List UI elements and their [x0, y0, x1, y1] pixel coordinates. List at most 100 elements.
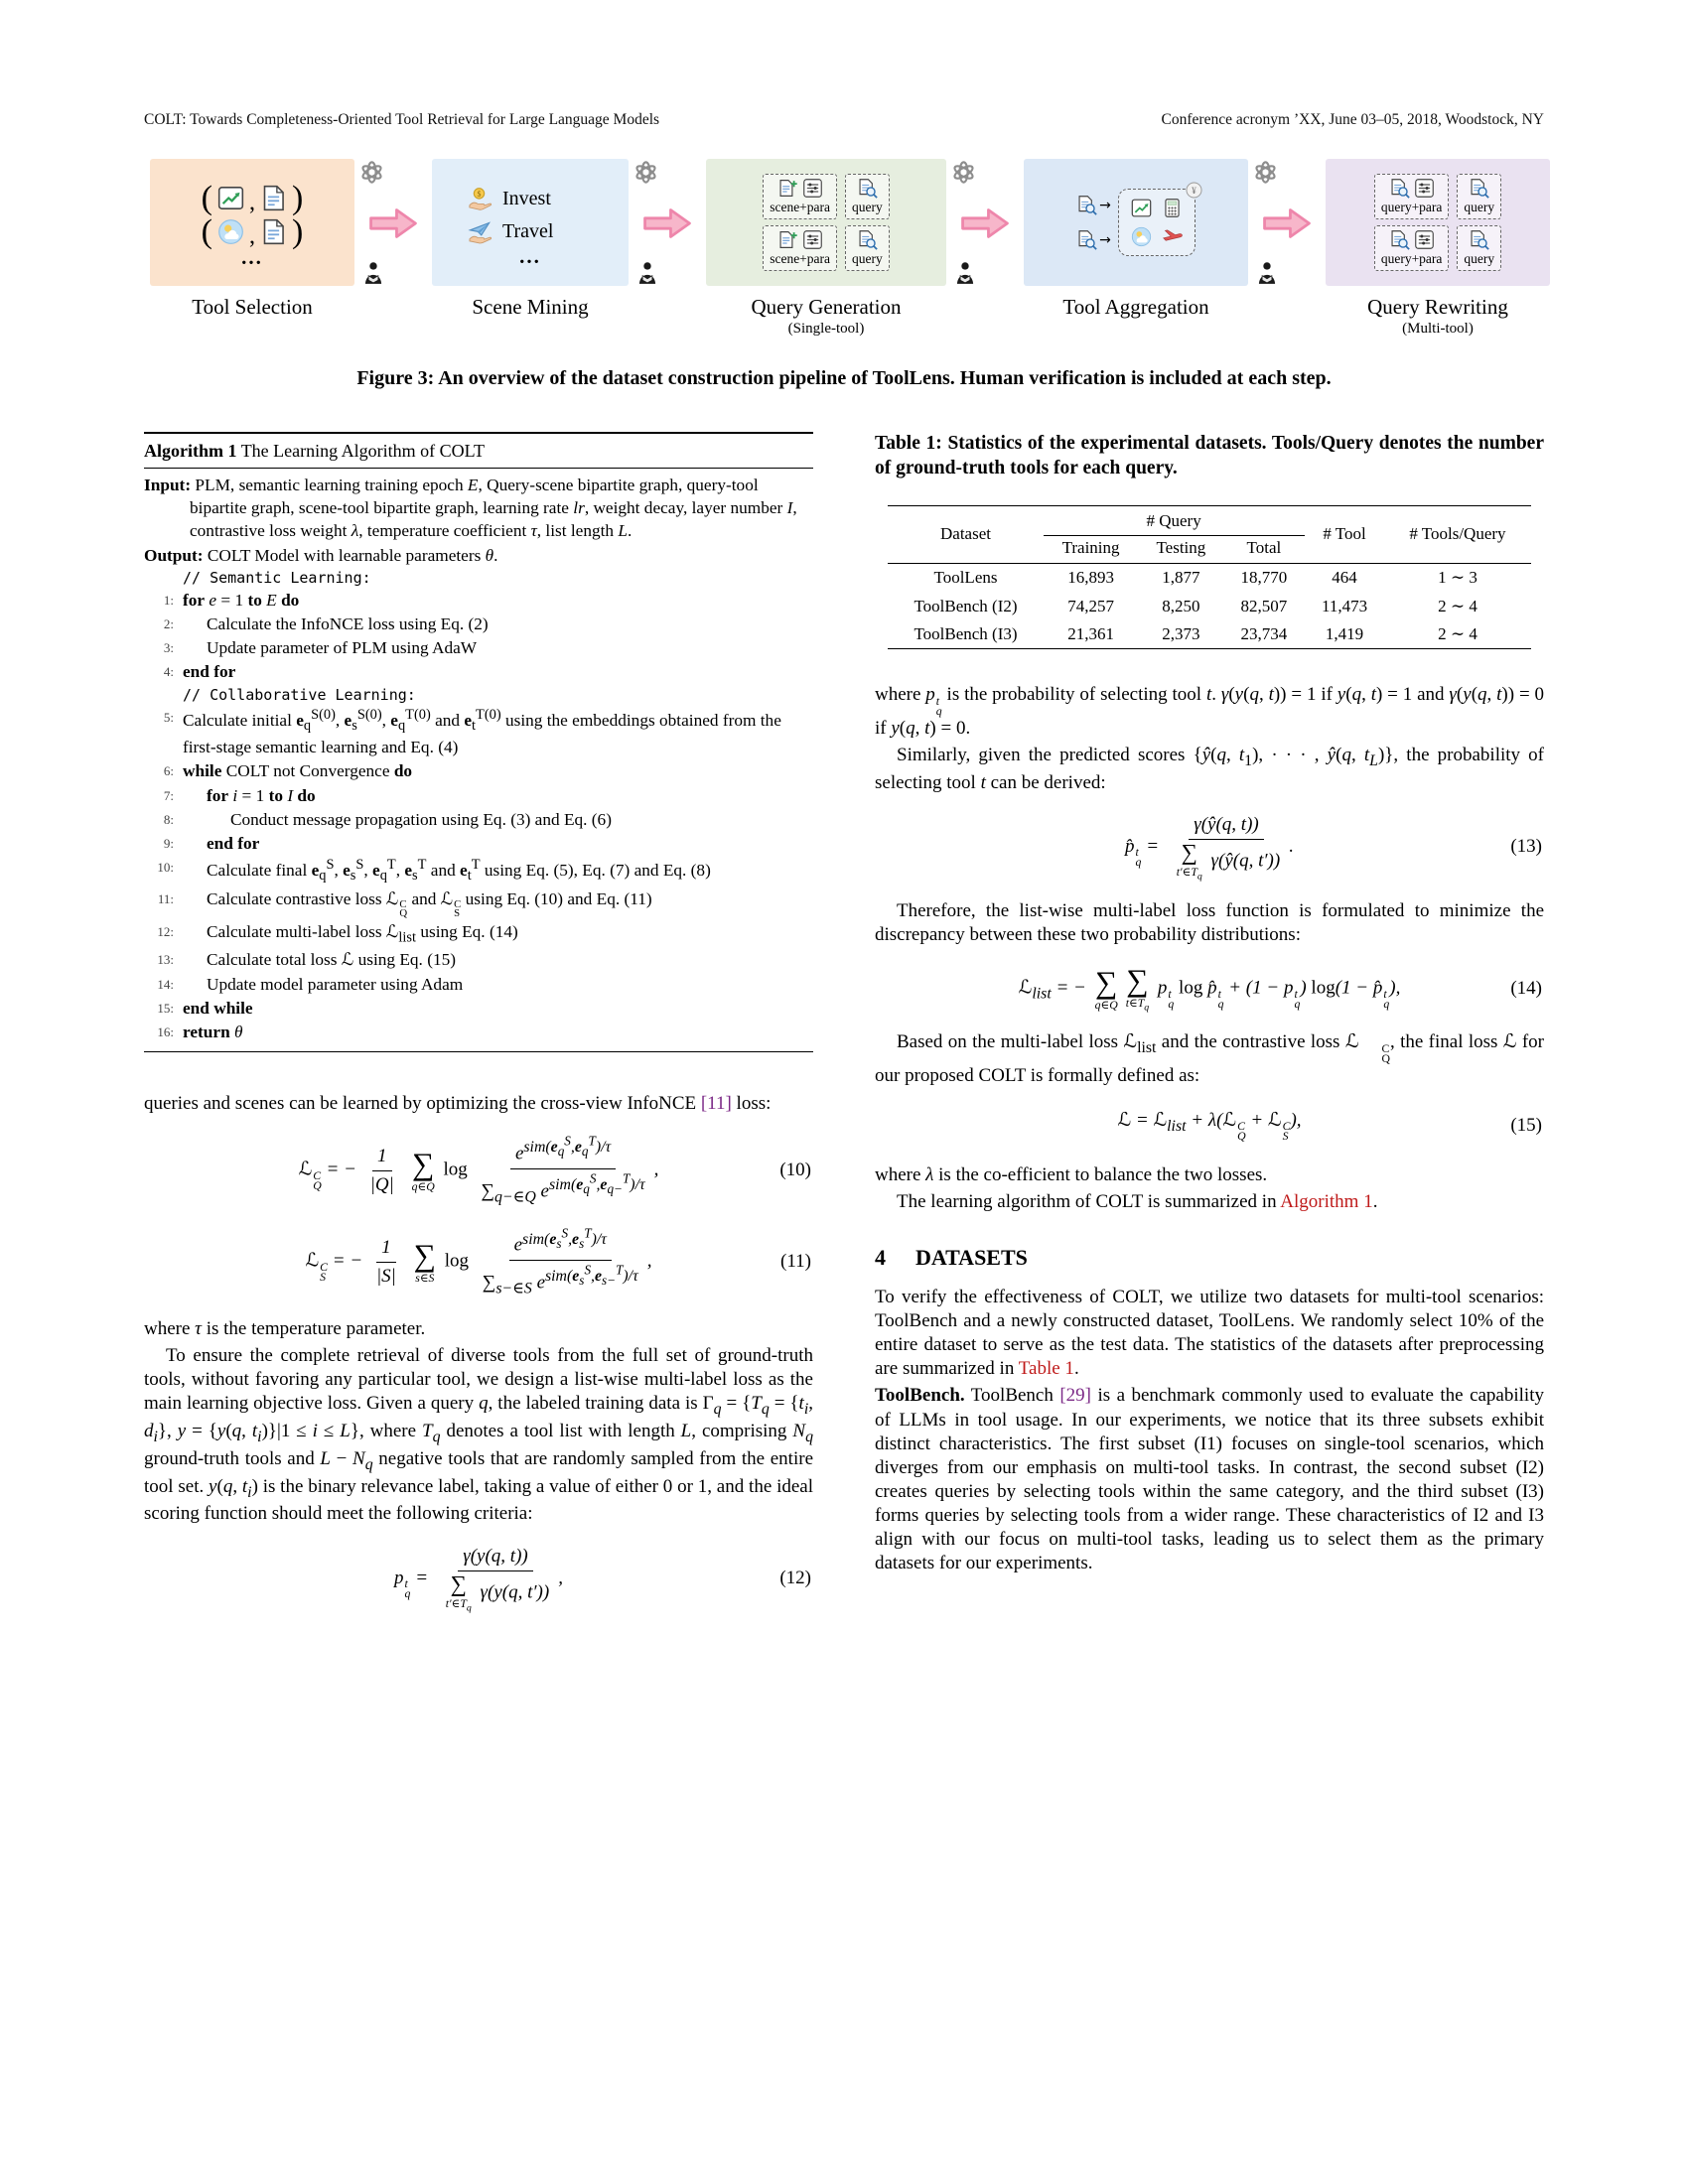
- section-number: 4: [875, 1244, 886, 1270]
- arrow-right-icon: [639, 205, 695, 242]
- tool-tuple: ( , ): [201, 212, 304, 250]
- equation-number: (10): [779, 1160, 811, 1181]
- tool-selection-box: ( , ) ( , ) ...: [150, 159, 354, 286]
- invest-icon: [466, 186, 492, 212]
- scene-para-label: scene+para: [770, 251, 831, 266]
- algorithm-output: Output: COLT Model with learnable parame…: [144, 545, 498, 565]
- stage-query-rewriting: query+para query qu: [1326, 159, 1550, 338]
- paragraph: where λ is the co-efficient to balance t…: [875, 1163, 1268, 1185]
- query-label: query: [1464, 200, 1495, 215]
- datasets-table: Dataset # Query # Tool # Tools/Query Tra…: [888, 504, 1531, 650]
- person-icon: [360, 260, 386, 286]
- scene-plus-icon: [777, 229, 798, 250]
- query-box: query: [845, 174, 890, 219]
- algorithm-line: 10:Calculate final eqS, esS, eqT, esT an…: [157, 857, 711, 885]
- pipeline-diagram: ( , ) ( , ) ... Tool Selecti: [150, 159, 1550, 338]
- stage-label-tool-aggregation: Tool Aggregation: [1062, 295, 1209, 319]
- algorithm-line: 4:end for: [163, 662, 236, 682]
- chart-icon: [217, 185, 244, 211]
- gpt-icon: [950, 159, 977, 186]
- query-doc-icon: [1076, 195, 1097, 215]
- scene-para-label: scene+para: [770, 200, 831, 215]
- gpt-icon: [633, 159, 659, 186]
- ellipsis: ...: [241, 244, 263, 269]
- paren-open: (: [201, 212, 212, 250]
- algorithm-line: 8:Conduct message propagation using Eq. …: [163, 809, 612, 829]
- document-icon: [260, 185, 287, 211]
- person-icon: [1254, 260, 1280, 286]
- algorithm-line: 15:end while: [157, 998, 253, 1018]
- query-box: query: [1457, 174, 1502, 219]
- algorithm-line: 16:return θ: [157, 1022, 243, 1041]
- scene-item: Travel: [440, 218, 553, 245]
- col-group-query: # Query: [1043, 504, 1305, 537]
- right-column: Table 1: Statistics of the experimental …: [875, 432, 1544, 1578]
- algorithm-line: 5:Calculate initial eqS(0), esS(0), eqT(…: [163, 706, 781, 757]
- stage-tool-selection: ( , ) ( , ) ... Tool Selecti: [150, 159, 354, 320]
- table-row: ToolBench (I3) 21,361 2,373 23,734 1,419…: [888, 619, 1531, 650]
- paren-close: ): [292, 179, 304, 216]
- paragraph: Therefore, the list-wise multi-label los…: [875, 899, 1544, 945]
- query-doc-icon: [1076, 229, 1097, 250]
- pipeline-connector: [946, 159, 1024, 286]
- running-head: COLT: Towards Completeness-Oriented Tool…: [144, 111, 1544, 129]
- section-title: DATASETS: [915, 1244, 1028, 1270]
- rewriting-row: query+para query: [1373, 225, 1502, 271]
- algorithm-line: 6:while COLT not Convergence do: [163, 761, 413, 781]
- paragraph: Similarly, given the predicted scores {y…: [875, 744, 1545, 793]
- query-generation-box: scene+para query sc: [706, 159, 946, 286]
- scene-para-box: scene+para: [763, 174, 838, 219]
- left-column: Algorithm 1 The Learning Algorithm of CO…: [144, 432, 813, 1631]
- scene-label: Travel: [502, 219, 554, 242]
- scene-mining-box: Invest Travel ...: [432, 159, 629, 286]
- query-doc-icon: [857, 178, 878, 199]
- paragraph: Based on the multi-label loss ℒlist and …: [875, 1031, 1544, 1086]
- chart-icon: [1131, 198, 1152, 218]
- query-label: query: [852, 200, 883, 215]
- query-to-tools: →: [1076, 195, 1111, 215]
- scene-item: Invest: [440, 186, 551, 212]
- paragraph: where τ is the temperature parameter.: [144, 1317, 426, 1339]
- sliders-icon: [1414, 178, 1435, 199]
- equation-number: (11): [780, 1251, 811, 1273]
- col-header-dataset: Dataset: [888, 504, 1044, 564]
- pipeline-connector: [1248, 159, 1326, 286]
- section-4-heading: 4 DATASETS: [875, 1244, 1544, 1272]
- stage-sublabel-multi-tool: (Multi-tool): [1402, 321, 1474, 337]
- sliders-icon: [802, 229, 823, 250]
- running-head-title: COLT: Towards Completeness-Oriented Tool…: [144, 111, 660, 128]
- scene-plus-icon: [777, 178, 798, 199]
- stage-label-query-generation: Query Generation: [751, 295, 902, 319]
- plane-icon: [1162, 226, 1183, 247]
- gpt-icon: [358, 159, 385, 186]
- stage-label-query-rewriting: Query Rewriting: [1367, 295, 1508, 319]
- query-doc-icon: [1469, 178, 1489, 199]
- query-doc-icon: [1469, 229, 1489, 250]
- stage-label-tool-selection: Tool Selection: [192, 295, 313, 319]
- algorithm-line: 9:end for: [163, 833, 260, 853]
- query-doc-icon: [1389, 229, 1410, 250]
- table-row: ToolBench (I2) 74,257 8,250 82,507 11,47…: [914, 596, 1477, 615]
- calculator-icon: [1162, 198, 1183, 218]
- stage-query-generation: scene+para query sc: [706, 159, 946, 338]
- weather-icon: [1131, 226, 1152, 247]
- algorithm-line: 7:for i = 1 to I do: [163, 785, 316, 805]
- query-para-box: query+para: [1373, 174, 1450, 219]
- rewriting-row: query+para query: [1373, 174, 1502, 219]
- figure-caption: Figure 3: An overview of the dataset con…: [356, 367, 1332, 389]
- arrow-right-icon: [365, 205, 421, 242]
- col-header-tool: # Tool: [1304, 504, 1385, 564]
- stage-sublabel-single-tool: (Single-tool): [787, 321, 865, 337]
- col-header-tools-query: # Tools/Query: [1384, 504, 1531, 564]
- algorithm-title: Algorithm 1 The Learning Algorithm of CO…: [144, 434, 813, 470]
- person-icon: [634, 260, 660, 286]
- algorithm-input: Input: PLM, semantic learning training e…: [144, 476, 797, 541]
- equation-number: (12): [779, 1568, 811, 1589]
- running-head-conference: Conference acronym ’XX, June 03–05, 2018…: [1161, 111, 1544, 128]
- query-to-tools: →: [1076, 229, 1111, 250]
- query-box: query: [1457, 225, 1502, 271]
- stage-tool-aggregation: → →: [1024, 159, 1248, 320]
